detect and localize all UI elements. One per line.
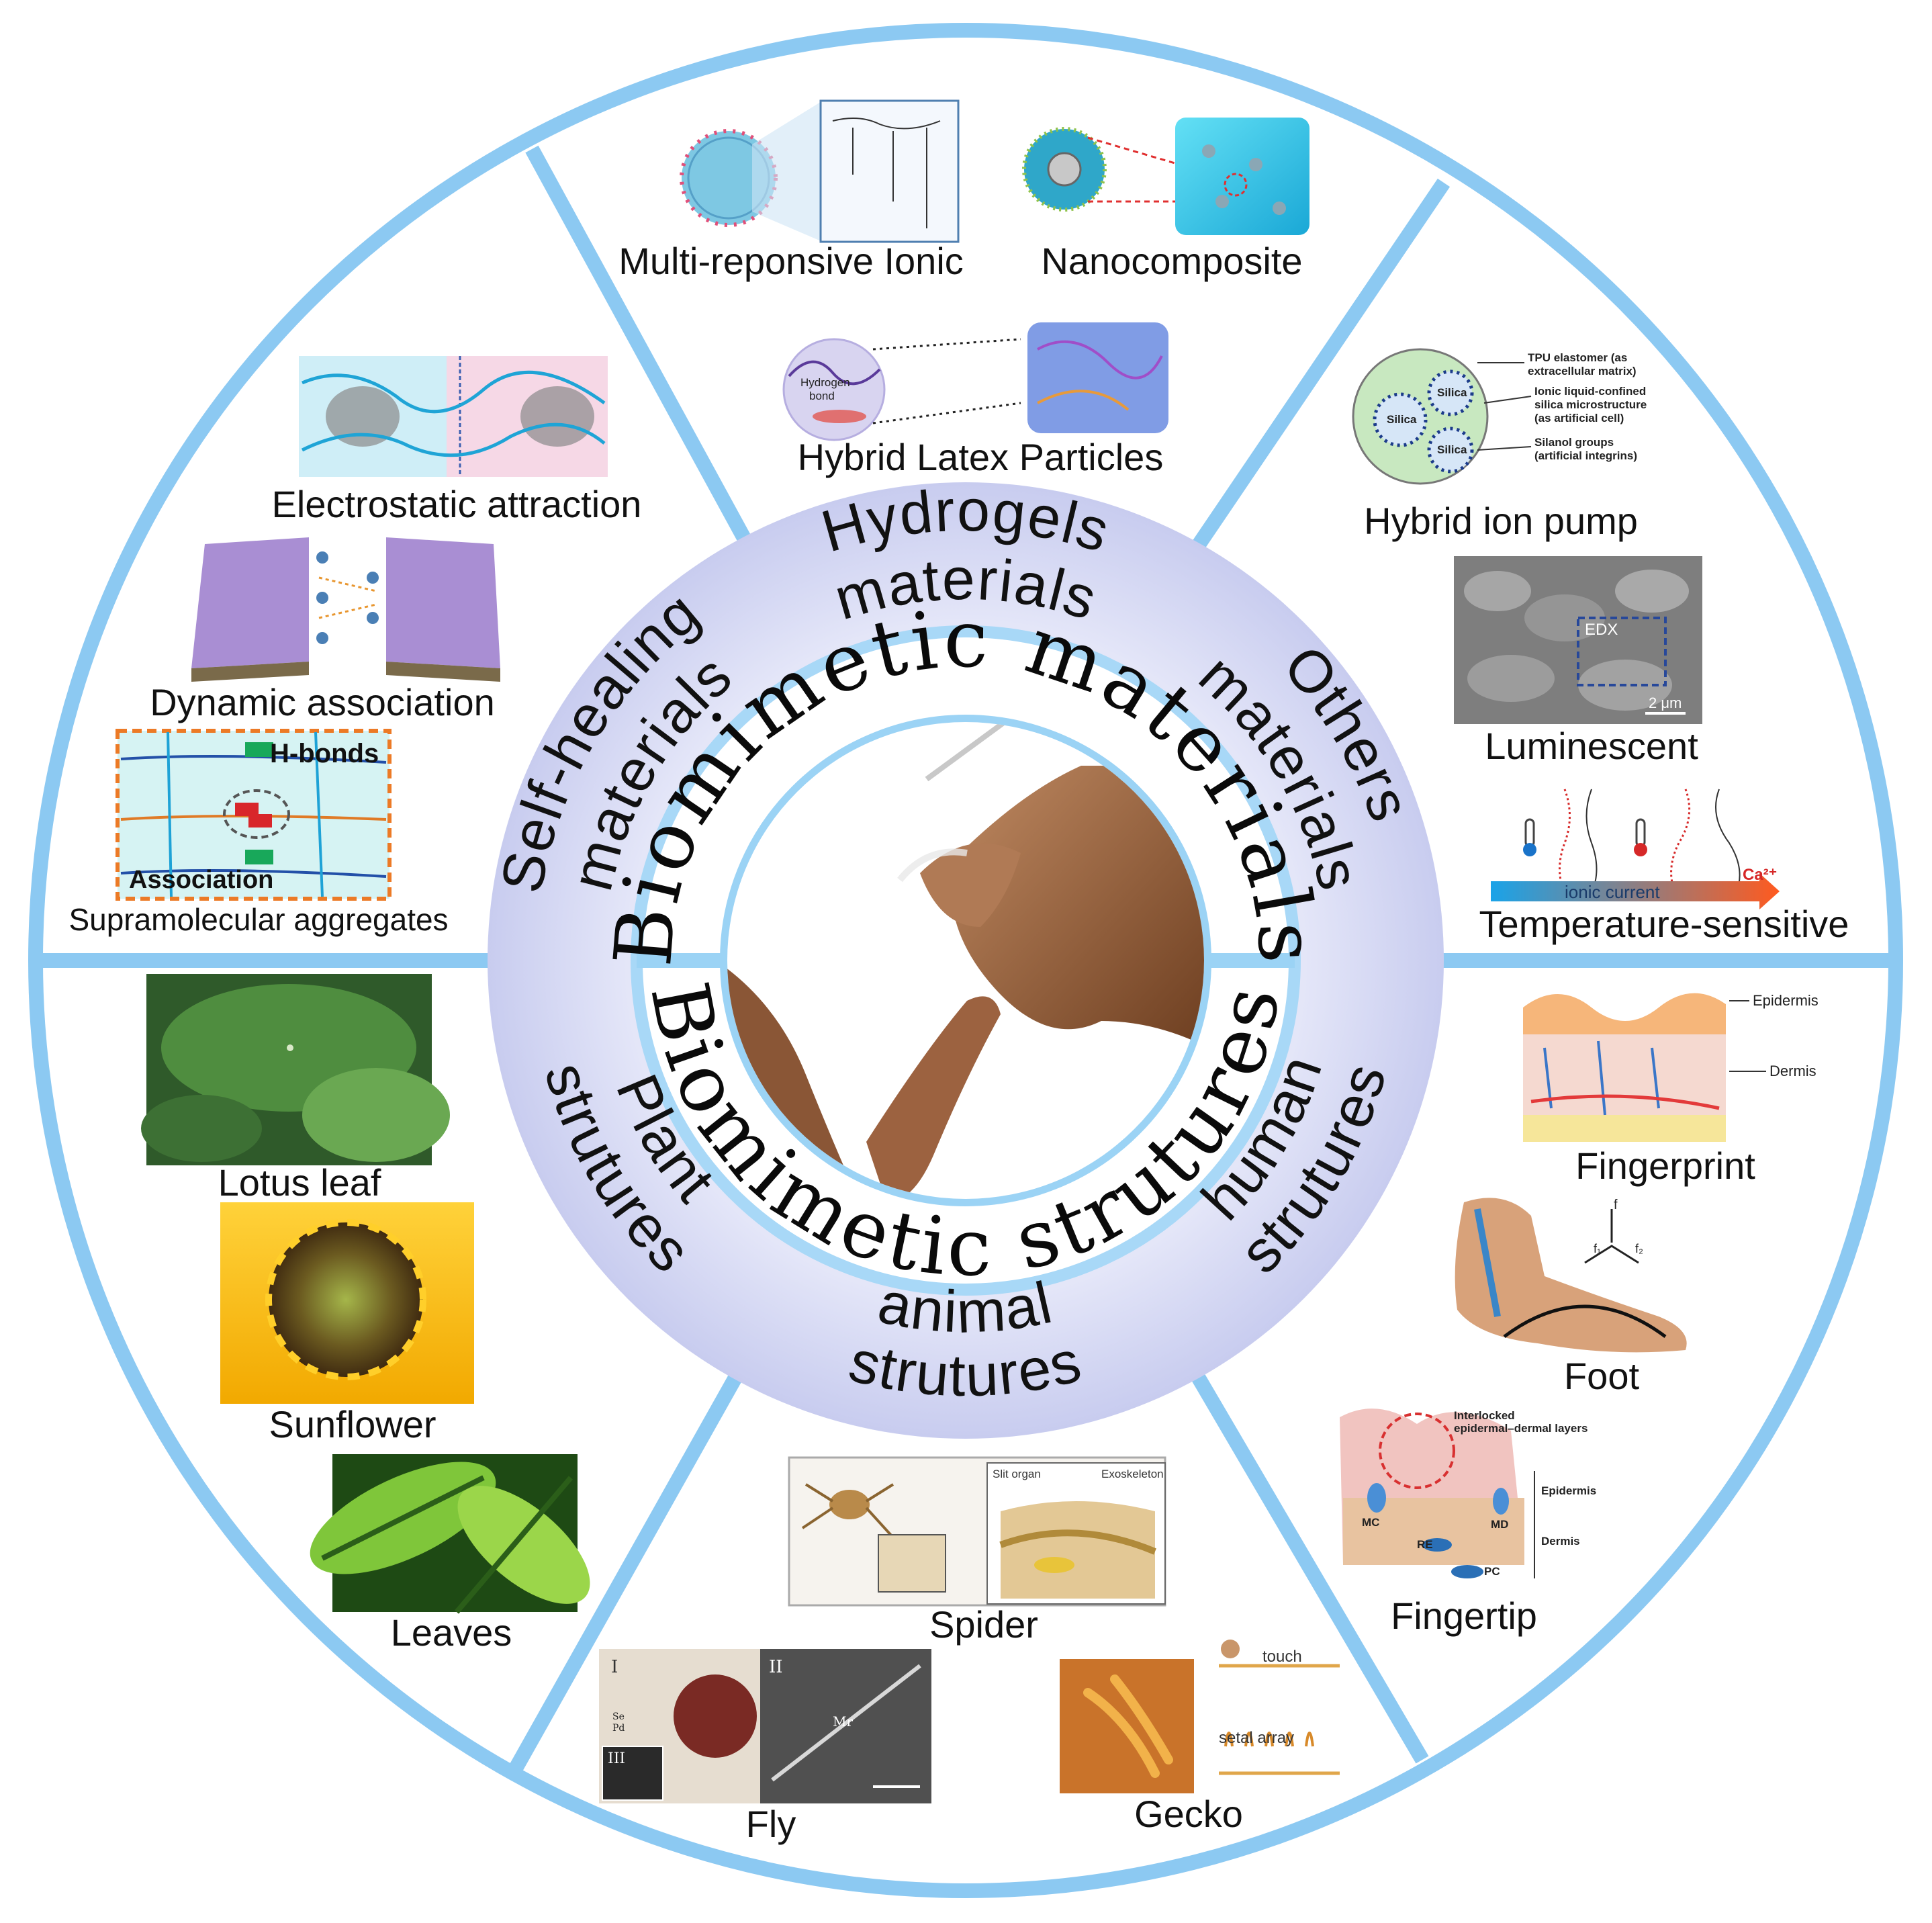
dynamic-association-figure [191,537,500,682]
label-nanocomposite: Nanocomposite [1041,240,1302,282]
luminescent-figure: EDX 2 μm [1454,556,1702,724]
silica-label-1: Silica [1387,413,1417,426]
label-spider: Spider [929,1603,1038,1646]
tpu-label-2: extracellular matrix) [1528,365,1637,377]
exoskeleton-label: Exoskeleton [1101,1468,1164,1480]
interlocked-label-1: Interlocked [1454,1409,1515,1422]
fly-I-label: I [611,1657,618,1677]
ionic-liquid-label-1: Ionic liquid-confined [1534,385,1646,398]
supramolecular-figure: H-bonds Association [116,729,392,901]
foot-f1-label: f₁ [1594,1242,1601,1255]
label-temperature: Temperature-sensitive [1479,903,1849,945]
multi-responsive-figure [680,99,960,243]
label-animal-1: animal [873,1269,1059,1346]
spider-figure: Slit organ Exoskeleton [788,1456,1166,1607]
label-fly: Fly [746,1803,796,1845]
ionic-liquid-label-2: silica microstructure [1534,398,1647,411]
label-hybrid-latex: Hybrid Latex Particles [798,436,1164,478]
ionic-current-label: ionic current [1565,882,1660,902]
fly-figure: I II III Mr Se Pd [599,1649,931,1803]
fingerprint-figure: Epidermis Dermis [1523,992,1819,1142]
dermis-label-2: Dermis [1541,1535,1580,1548]
leaves-photo [310,1454,590,1614]
label-electrostatic: Electrostatic attraction [272,483,642,525]
ca-label: Ca²⁺ [1743,866,1777,884]
outer-ring [28,23,1903,1898]
hybrid-ion-pump-figure: Silica Silica Silica TPU elastomer (as e… [1352,348,1647,485]
lotus-photo [141,974,450,1165]
silanol-label-2: (artificial integrins) [1534,449,1637,462]
hydrogen-bond-label-1: Hydrogen [800,376,850,389]
dermis-label-1: Dermis [1769,1063,1816,1079]
setal-array-label: setal array [1219,1729,1294,1747]
fly-III-label: III [608,1750,625,1767]
md-label: MD [1491,1518,1508,1531]
interlocked-label-2: epidermal–dermal layers [1454,1422,1588,1435]
association-label: Association [129,866,273,894]
label-foot: Foot [1564,1355,1639,1397]
edx-label: EDX [1585,621,1618,639]
label-leaves: Leaves [391,1611,512,1654]
label-sunflower: Sunflower [269,1403,436,1445]
mc-label: MC [1362,1516,1379,1529]
ionic-liquid-label-3: (as artificial cell) [1534,412,1624,424]
tpu-label-1: TPU elastomer (as [1528,351,1627,364]
label-fingertip: Fingertip [1391,1595,1537,1637]
scale-bar-label: 2 μm [1649,695,1682,711]
center-photo [727,722,1204,1199]
label-fingerprint: Fingerprint [1575,1145,1755,1187]
re-label: RE [1417,1538,1433,1551]
silica-label-3: Silica [1437,443,1467,456]
foot-f2-label: f₂ [1635,1242,1643,1255]
foot-f-label: f [1614,1198,1618,1212]
fly-Mr-label: Mr [833,1713,853,1730]
temperature-figure: ionic current Ca²⁺ [1491,789,1780,909]
gecko-figure: touch setal array [1060,1640,1340,1793]
slit-organ-label: Slit organ [993,1468,1041,1480]
fly-Se-label: Se [612,1711,625,1722]
label-gecko: Gecko [1134,1793,1243,1835]
touch-label: touch [1262,1648,1302,1666]
silanol-label-1: Silanol groups [1534,436,1614,449]
epidermis-label-1: Epidermis [1753,992,1819,1009]
nanocomposite-figure [1022,118,1309,235]
label-hybrid-ion-pump: Hybrid ion pump [1364,500,1638,542]
label-lotus: Lotus leaf [218,1161,381,1204]
foot-figure: f f₁ f₂ [1455,1198,1687,1353]
sunflower-photo [220,1202,474,1404]
silica-label-2: Silica [1437,386,1467,399]
hybrid-latex-figure: Hydrogen bond [782,322,1168,441]
epidermis-label-2: Epidermis [1541,1484,1596,1497]
hydrogen-bond-label-2: bond [809,390,835,402]
label-multi-responsive: Multi-reponsive Ionic [618,240,964,282]
fly-Pd-label: Pd [612,1723,625,1734]
label-luminescent: Luminescent [1485,725,1698,767]
pc-label: PC [1484,1565,1500,1578]
label-dynamic-association: Dynamic association [150,681,495,723]
fingertip-figure: Interlocked epidermal–dermal layers MC M… [1340,1408,1596,1578]
electrostatic-figure [299,356,608,477]
hbonds-label: H-bonds [270,739,379,768]
fly-II-label: II [769,1657,783,1677]
label-supramolecular: Supramolecular aggregates [68,902,448,937]
